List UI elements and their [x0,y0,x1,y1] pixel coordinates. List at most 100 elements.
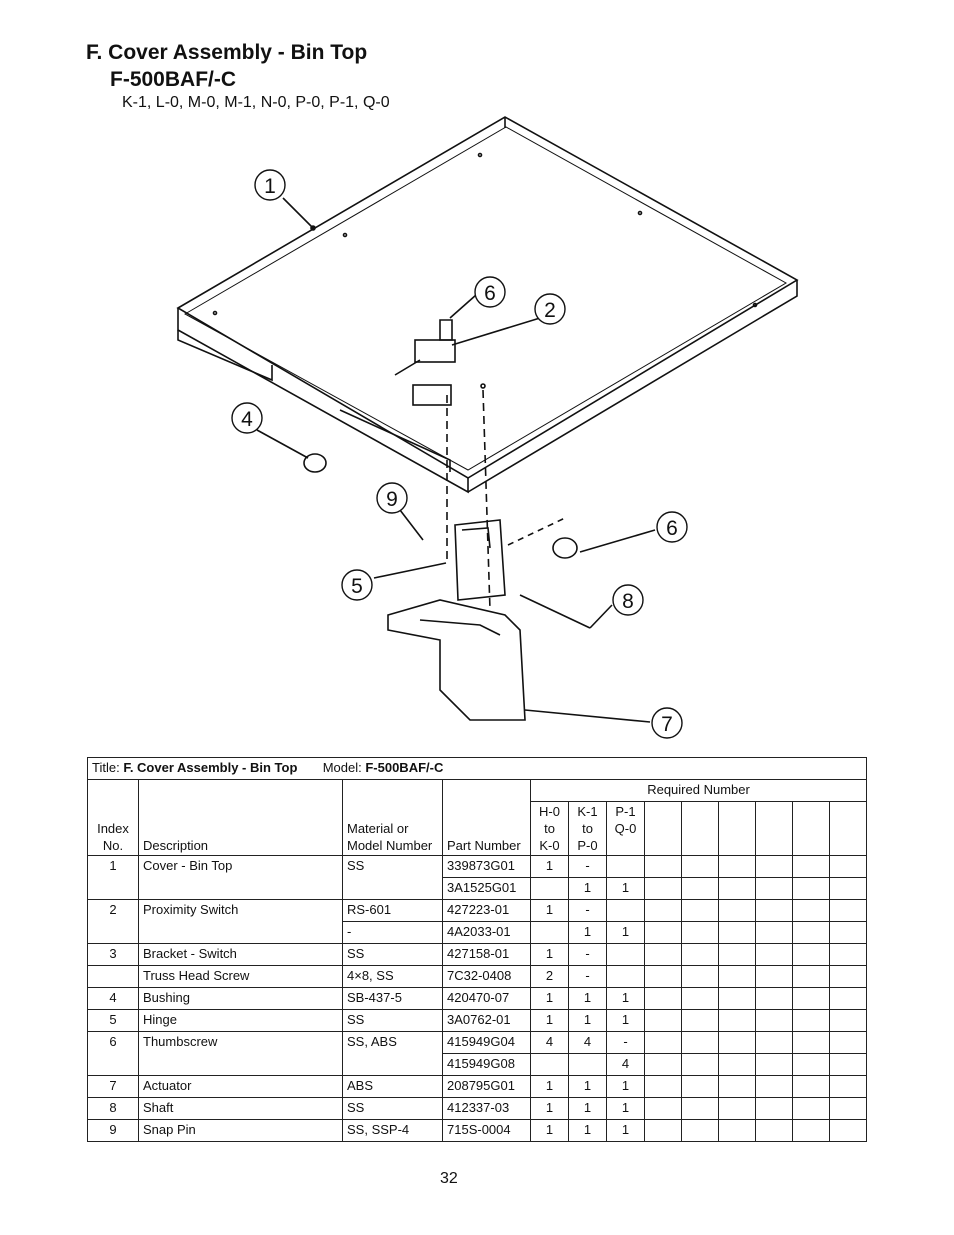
empty-cell [828,1053,868,1076]
qty-k1-p0-cell: 1 [568,1097,607,1120]
qty-p1-q0-cell [606,899,645,922]
description-cell [138,1053,343,1076]
index-cell: 9 [87,1119,139,1142]
empty-cell [644,1075,682,1098]
empty-cell [828,1075,868,1098]
empty-cell [681,1119,719,1142]
col-index: Index No. [87,779,139,856]
col-material: Material or Model Number [342,779,443,856]
material-cell: SS [342,943,443,966]
material-cell [342,877,443,900]
empty-cell [792,1009,830,1032]
empty-cell [644,1031,682,1054]
index-cell: 3 [87,943,139,966]
qty-k1-p0-cell: 1 [568,1009,607,1032]
part-number-cell: 427158-01 [442,943,531,966]
empty-cell [792,965,830,988]
qty-p1-q0-cell: 1 [606,921,645,944]
qty-k1-p0-cell: 1 [568,1119,607,1142]
description-cell: Snap Pin [138,1119,343,1142]
empty-cell [828,987,868,1010]
description-cell: Thumbscrew [138,1031,343,1054]
empty-cell [644,1119,682,1142]
revision-list: K-1, L-0, M-0, M-1, N-0, P-0, P-1, Q-0 [122,94,390,111]
material-cell: SS, SSP-4 [342,1119,443,1142]
part-number-cell: 412337-03 [442,1097,531,1120]
empty-cell [828,1119,868,1142]
callout-5: 5 [351,575,363,598]
part-number-cell: 339873G01 [442,855,531,878]
qty-h0-k0-cell: 4 [530,1031,569,1054]
page-number: 32 [440,1170,458,1187]
exploded-parts-diagram: 1 6 2 4 9 6 5 8 7 [176,116,799,739]
qty-h0-k0-cell: 1 [530,1119,569,1142]
empty-cell [755,943,793,966]
part-number-cell: 208795G01 [442,1075,531,1098]
qty-h0-k0-cell [530,1053,569,1076]
qty-h0-k0-cell: 1 [530,987,569,1010]
empty-cell [681,965,719,988]
empty-cell [828,855,868,878]
index-cell [87,877,139,900]
qty-k1-p0-cell: 1 [568,987,607,1010]
qty-p1-q0-cell [606,965,645,988]
qty-h0-k0-cell: 1 [530,855,569,878]
empty-cell [718,1009,756,1032]
qty-p1-q0-cell [606,943,645,966]
qty-p1-q0-cell: 1 [606,987,645,1010]
part-number-cell: 715S-0004 [442,1119,531,1142]
empty-cell [644,921,682,944]
part-number-cell: 7C32-0408 [442,965,531,988]
empty-cell [828,877,868,900]
empty-cell [718,965,756,988]
section-title: F. Cover Assembly - Bin Top [86,41,368,64]
empty-cell [755,1053,793,1076]
empty-cell [755,855,793,878]
empty-cell [755,899,793,922]
empty-cell [644,1053,682,1076]
empty-cell [792,855,830,878]
empty-cell [792,899,830,922]
material-cell: RS-601 [342,899,443,922]
model-value: F-500BAF/-C [365,760,444,775]
empty-cell [792,943,830,966]
empty-cell [718,1053,756,1076]
description-cell: Bracket - Switch [138,943,343,966]
material-cell: SS, ABS [342,1031,443,1054]
required-number-header: Required Number [529,779,868,802]
empty-cell [755,1119,793,1142]
qty-k1-p0-cell: 1 [568,1075,607,1098]
description-cell: Truss Head Screw [138,965,343,988]
empty-cell [755,1009,793,1032]
material-cell: SS [342,1009,443,1032]
empty-cell [644,965,682,988]
material-cell: 4×8, SS [342,965,443,988]
title-label: Title: [92,760,124,775]
description-cell: Bushing [138,987,343,1010]
empty-cell [644,1009,682,1032]
qty-k1-p0-cell: - [568,965,607,988]
empty-cell [718,899,756,922]
callout-6a: 6 [484,282,496,305]
empty-cell [718,921,756,944]
description-cell: Actuator [138,1075,343,1098]
qty-p1-q0-cell: 4 [606,1053,645,1076]
callout-6b: 6 [666,517,678,540]
part-number-cell: 415949G08 [442,1053,531,1076]
part-number-cell: 427223-01 [442,899,531,922]
empty-cell [644,855,682,878]
empty-cell [681,1031,719,1054]
empty-cell [792,921,830,944]
qty-p1-q0-cell [606,855,645,878]
empty-cell [755,921,793,944]
material-cell [342,1053,443,1076]
empty-cell [681,855,719,878]
part-number-cell: 420470-07 [442,987,531,1010]
description-cell: Shaft [138,1097,343,1120]
col-h0-k0: H-0 to K-0 [530,801,569,856]
